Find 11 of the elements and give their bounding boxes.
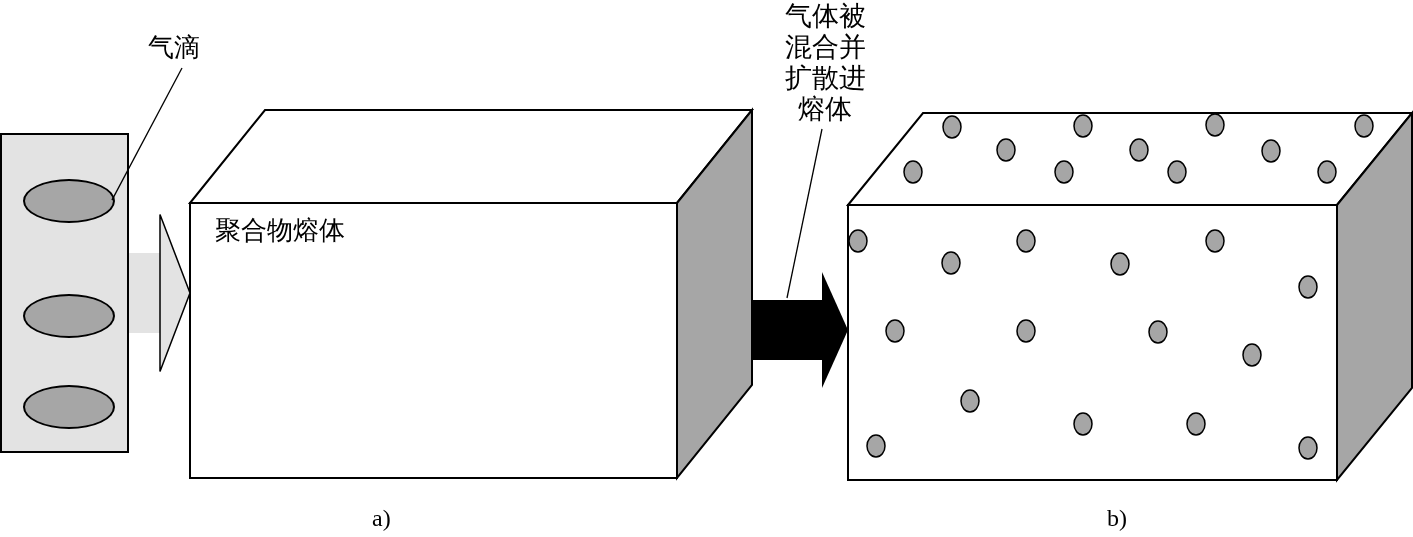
gas-droplet [23, 179, 115, 223]
callout-label: 气滴 [148, 32, 200, 64]
leader-line [111, 67, 183, 201]
callout-label: 气体被混合并扩散进熔体 [783, 1, 867, 125]
cube-label: 聚合物熔体 [215, 215, 345, 247]
gas-chamber [0, 133, 129, 453]
panel-label: a) [372, 505, 391, 532]
panel-label: b) [1107, 505, 1127, 532]
block-arrow [129, 213, 191, 373]
leader-line [786, 128, 823, 299]
block-arrow [752, 272, 848, 388]
